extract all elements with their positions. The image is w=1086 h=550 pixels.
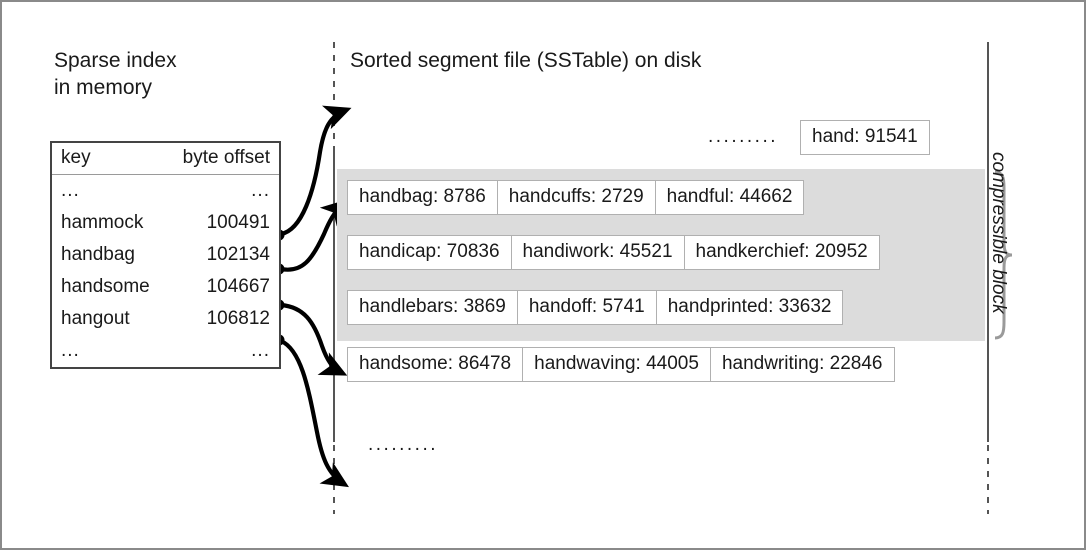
segment-entry: handoff: 5741 bbox=[516, 290, 657, 325]
compressible-block-label: compressible block bbox=[988, 152, 1009, 314]
index-offset: ... bbox=[251, 340, 270, 361]
index-key: ... bbox=[61, 180, 80, 201]
segment-entry: handcuffs: 2729 bbox=[496, 180, 656, 215]
segment-entry: handlebars: 3869 bbox=[347, 290, 518, 325]
index-key: ... bbox=[61, 340, 80, 361]
right-caption: Sorted segment file (SSTable) on disk bbox=[350, 49, 702, 72]
index-table-header: key byte offset bbox=[52, 143, 279, 175]
table-row: ... ... bbox=[52, 175, 279, 207]
segment-row: handsome: 86478 handwaving: 44005 handwr… bbox=[347, 347, 895, 382]
column-header-key: key bbox=[61, 147, 91, 168]
table-row: handbag 102134 bbox=[52, 239, 279, 271]
segment-row: handbag: 8786 handcuffs: 2729 handful: 4… bbox=[347, 180, 805, 215]
segment-leading-row: ......... hand: 91541 bbox=[708, 120, 930, 155]
index-offset: 100491 bbox=[206, 212, 270, 233]
index-key: handbag bbox=[61, 244, 135, 265]
segment-entry: hand: 91541 bbox=[800, 120, 930, 155]
index-offset: 102134 bbox=[206, 244, 270, 265]
segment-entry: handiwork: 45521 bbox=[510, 235, 685, 270]
sparse-index-table: key byte offset ... ... hammock 100491 h… bbox=[50, 141, 281, 369]
left-caption: Sparse index in memory bbox=[54, 49, 177, 99]
index-key: hammock bbox=[61, 212, 144, 233]
index-key: handsome bbox=[61, 276, 150, 297]
segment-row: handlebars: 3869 handoff: 5741 handprint… bbox=[347, 290, 844, 325]
arrow-handbag-to-block bbox=[280, 199, 349, 272]
segment-row: handicap: 70836 handiwork: 45521 handker… bbox=[347, 235, 880, 270]
table-row: hammock 100491 bbox=[52, 207, 279, 239]
index-offset: ... bbox=[251, 180, 270, 201]
segment-entry: handbag: 8786 bbox=[347, 180, 498, 215]
table-row: ... ... bbox=[52, 335, 279, 367]
segment-entry: handicap: 70836 bbox=[347, 235, 512, 270]
arrow-handsome-to-plainrow bbox=[280, 302, 348, 376]
segment-entry: handprinted: 33632 bbox=[655, 290, 844, 325]
segment-entry: handwaving: 44005 bbox=[522, 347, 711, 382]
segment-entry: handwriting: 22846 bbox=[709, 347, 895, 382]
table-row: hangout 106812 bbox=[52, 303, 279, 335]
column-header-byte-offset: byte offset bbox=[182, 147, 270, 168]
leading-ellipsis: ......... bbox=[708, 126, 779, 148]
index-offset: 106812 bbox=[206, 308, 270, 329]
arrow-hangout-to-bottom bbox=[279, 339, 349, 488]
segment-entry: handful: 44662 bbox=[654, 180, 805, 215]
table-row: handsome 104667 bbox=[52, 271, 279, 303]
index-offset: 104667 bbox=[206, 276, 270, 297]
segment-entry: handsome: 86478 bbox=[347, 347, 524, 382]
index-key: hangout bbox=[61, 308, 130, 329]
trailing-ellipsis: ......... bbox=[368, 434, 439, 455]
segment-entry: handkerchief: 20952 bbox=[683, 235, 880, 270]
